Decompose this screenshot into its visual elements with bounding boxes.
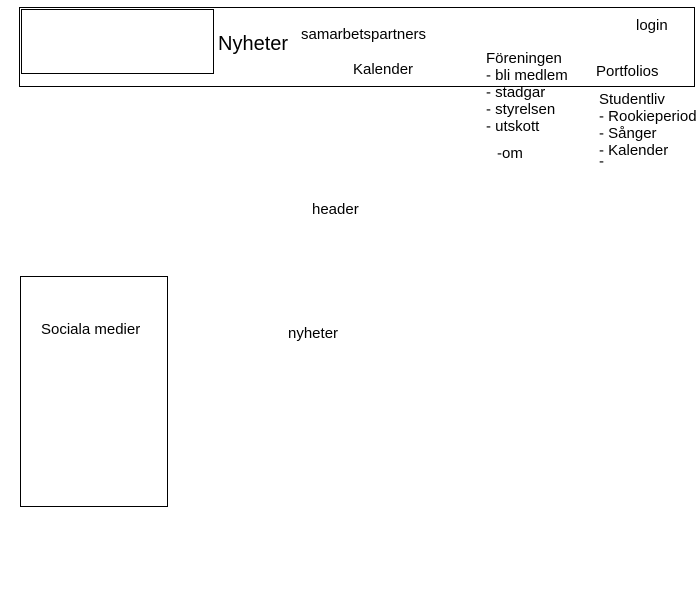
association-item-statutes[interactable]: - stadgar [486, 84, 546, 101]
association-item-committees[interactable]: - utskott [486, 118, 540, 135]
association-item-about[interactable]: -om [497, 145, 523, 162]
student-life-item-rookie[interactable]: - Rookieperiod [599, 108, 697, 125]
nav-news-link[interactable]: Nyheter [218, 33, 289, 55]
association-menu: Föreningen - bli medlem - stadgar - styr… [486, 50, 568, 135]
logo-placeholder[interactable] [21, 9, 214, 74]
social-media-label: Sociala medier [41, 321, 141, 338]
association-item-board[interactable]: - styrelsen [486, 101, 556, 118]
news-section-label: nyheter [288, 325, 339, 342]
student-life-menu-title[interactable]: Studentliv [599, 91, 665, 108]
social-media-panel [20, 276, 168, 507]
nav-portfolios-link[interactable]: Portfolios [596, 63, 659, 80]
nav-partners-link[interactable]: samarbetspartners [301, 26, 427, 43]
header-section-label: header [312, 201, 359, 218]
student-life-item-calendar[interactable]: - Kalender [599, 142, 669, 159]
nav-calendar-link[interactable]: Kalender [353, 61, 414, 78]
association-item-membership[interactable]: - bli medlem [486, 67, 568, 84]
login-link[interactable]: login [636, 17, 668, 34]
student-life-item-more[interactable]: - [599, 159, 700, 165]
student-life-item-songs[interactable]: - Sånger [599, 125, 657, 142]
student-life-menu: Studentliv - Rookieperiod - Sånger - Kal… [599, 91, 700, 165]
association-menu-title[interactable]: Föreningen [486, 50, 562, 67]
navigation-bar [19, 7, 695, 87]
